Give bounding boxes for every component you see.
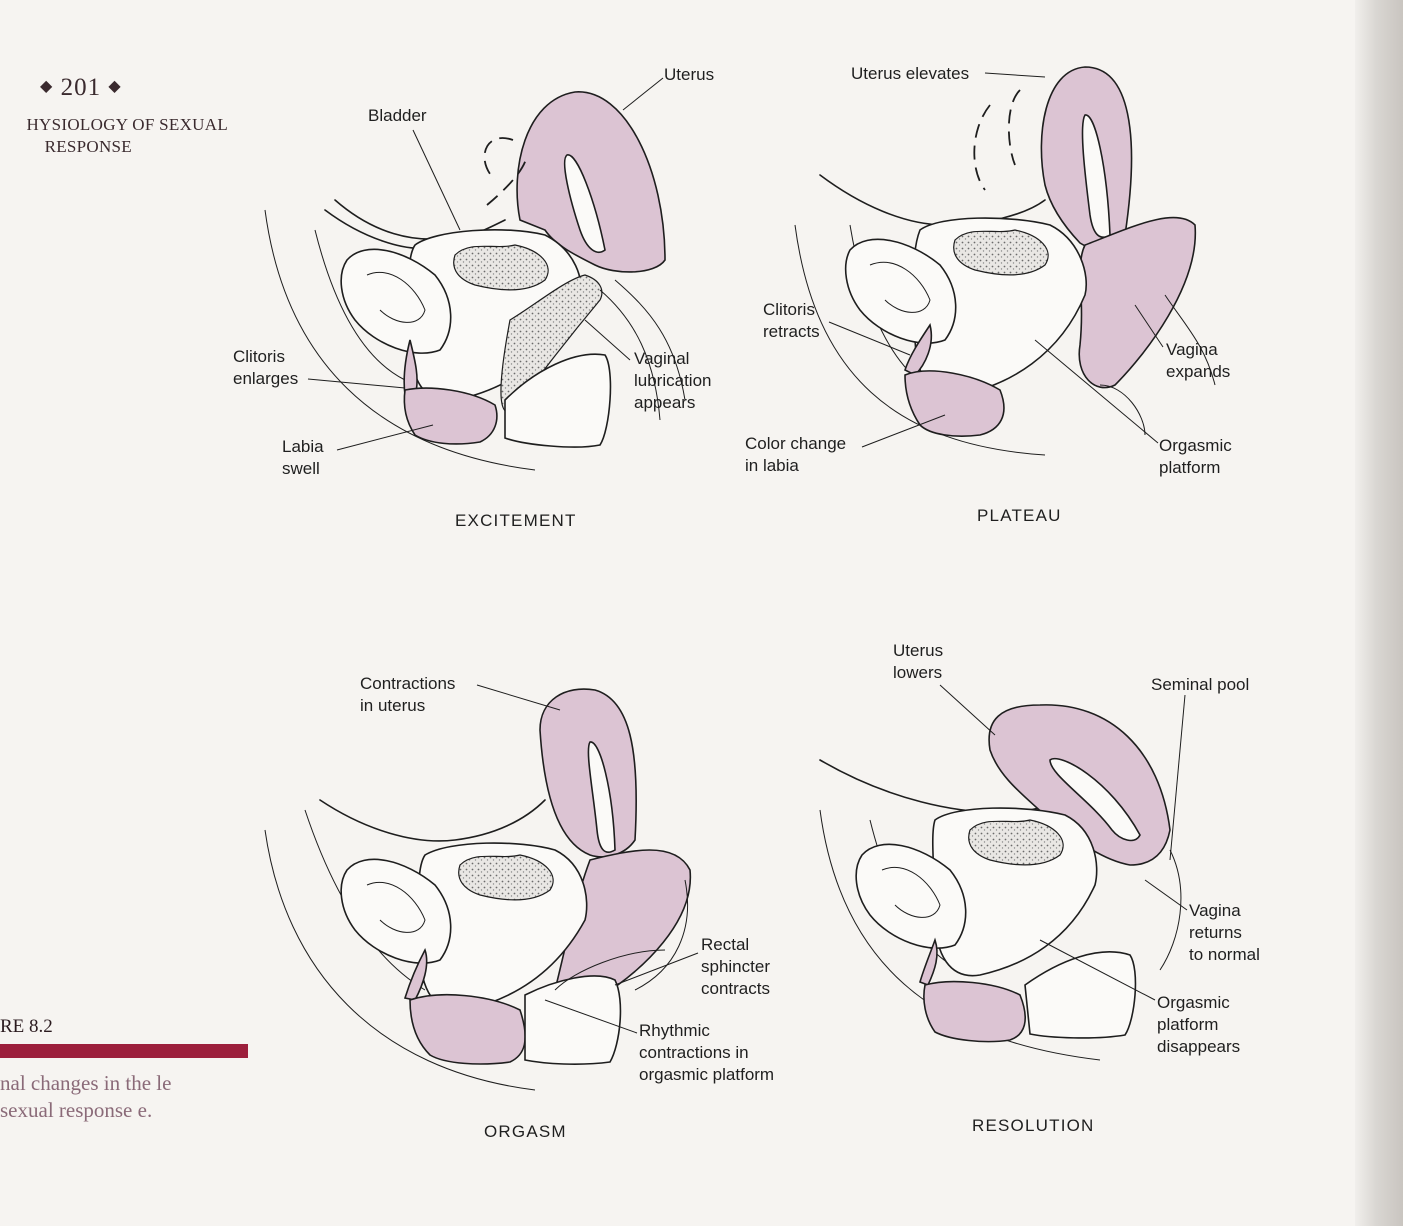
chapter-title-line1: HYSIOLOGY OF SEXUAL — [26, 115, 228, 134]
stage-excitement: EXCITEMENT — [455, 511, 577, 530]
stage-resolution: RESOLUTION — [972, 1116, 1095, 1135]
page-edge — [1355, 0, 1403, 1226]
label-uterus-elevates: Uterus elevates — [851, 64, 970, 83]
uterus-shape — [539, 688, 637, 858]
label-color-change: Color change in labia — [745, 434, 847, 475]
label-clitoris: Clitoris retracts — [763, 300, 820, 341]
excitement-diagram — [264, 91, 686, 471]
figure-caption: nal changes in the le sexual response e. — [0, 1071, 172, 1122]
label-seminal-pool: Seminal pool — [1151, 675, 1250, 694]
label-vagina-returns: Vagina returns to normal — [1189, 901, 1260, 964]
uterus-shape — [516, 91, 666, 273]
label-rhythmic: Rhythmic contractions in orgasmic platfo… — [639, 1021, 775, 1084]
label-uterus: Uterus — [664, 65, 715, 84]
stage-plateau: PLATEAU — [977, 506, 1062, 525]
plateau-diagram — [794, 66, 1216, 456]
label-platform: Orgasmic platform — [1159, 436, 1232, 477]
label-platform-disappears: Orgasmic platform disappears — [1157, 993, 1241, 1056]
diamond-icon: ◆ — [40, 78, 54, 95]
label-vagina: Vagina expands — [1166, 340, 1231, 381]
label-labia: Labia swell — [282, 437, 324, 478]
stage-orgasm: ORGASM — [484, 1122, 567, 1141]
panel-resolution: Uterus lowers Seminal pool Vagina return… — [800, 640, 1300, 1140]
page-number: ◆ 201 ◆ — [40, 74, 122, 102]
label-clitoris: Clitoris enlarges — [233, 347, 299, 388]
labia-shape — [403, 387, 498, 445]
chapter-title-line2: RESPONSE — [44, 137, 132, 156]
orgasm-diagram — [264, 688, 692, 1091]
label-bladder: Bladder — [368, 106, 427, 125]
label-vaginal: Vaginal lubrication appears — [634, 349, 712, 412]
label-contractions: Contractions in uterus — [360, 674, 456, 715]
panel-orgasm: Contractions in uterus Rectal sphincter … — [255, 670, 815, 1150]
figure-caption-bar — [0, 1044, 248, 1058]
chapter-title: HYSIOLOGY OF SEXUAL RESPONSE — [0, 114, 240, 158]
labia-shape — [409, 994, 526, 1065]
labia-shape — [923, 980, 1026, 1043]
resolution-diagram — [819, 704, 1182, 1061]
diamond-icon: ◆ — [108, 78, 122, 95]
panel-plateau: Uterus elevates Clitoris retracts Vagina… — [745, 55, 1265, 535]
label-rectal: Rectal sphincter contracts — [701, 935, 770, 998]
page-number-text: 201 — [60, 74, 102, 101]
figure-label: RE 8.2 — [0, 1016, 53, 1037]
label-uterus-lowers: Uterus lowers — [893, 641, 944, 682]
bladder-shape — [453, 244, 549, 291]
panel-excitement: Uterus Bladder Clitoris enlarges Vaginal… — [233, 60, 755, 540]
